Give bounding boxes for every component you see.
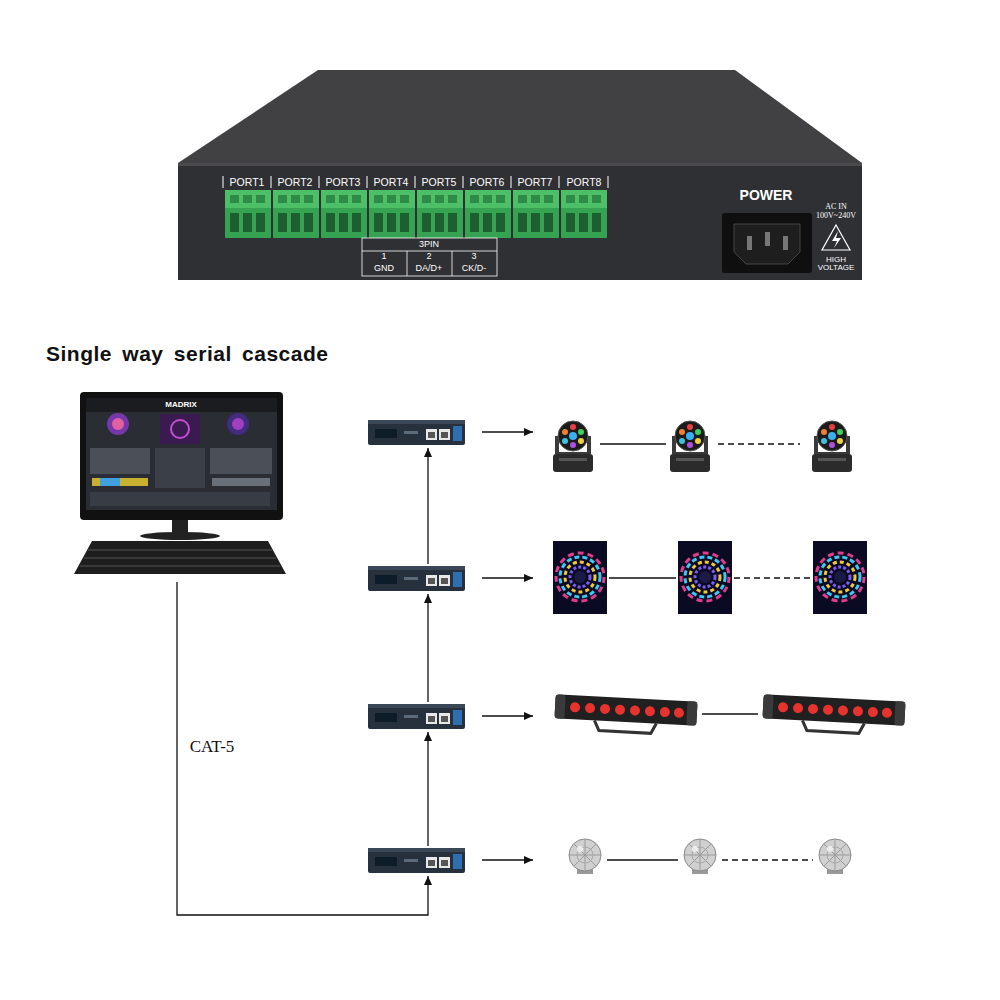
port-label: PORT6 bbox=[470, 177, 505, 189]
pin-table-header: 3PIN bbox=[419, 240, 439, 250]
pin-name: CK/D- bbox=[462, 264, 487, 274]
software-logo: MADRIX bbox=[165, 401, 197, 410]
port-label: PORT4 bbox=[374, 177, 409, 189]
port-label: PORT7 bbox=[518, 177, 553, 189]
voltage-range: 100V~240V bbox=[816, 212, 856, 221]
pin-number: 3 bbox=[471, 252, 476, 262]
port-label: PORT3 bbox=[326, 177, 361, 189]
cable-label: CAT-5 bbox=[190, 738, 235, 757]
port-label: PORT5 bbox=[422, 177, 457, 189]
pin-name: DA/D+ bbox=[416, 264, 443, 274]
pin-number: 1 bbox=[381, 252, 386, 262]
warning-label: HIGH VOLTAGE bbox=[812, 256, 860, 273]
port-label: PORT8 bbox=[567, 177, 602, 189]
input-label: AC IN bbox=[825, 203, 847, 212]
section-title: Single way serial cascade bbox=[46, 342, 329, 365]
power-label: POWER bbox=[740, 188, 793, 203]
port-label: PORT1 bbox=[230, 177, 265, 189]
port-label: PORT2 bbox=[278, 177, 313, 189]
pin-name: GND bbox=[374, 264, 394, 274]
pin-number: 2 bbox=[426, 252, 431, 262]
